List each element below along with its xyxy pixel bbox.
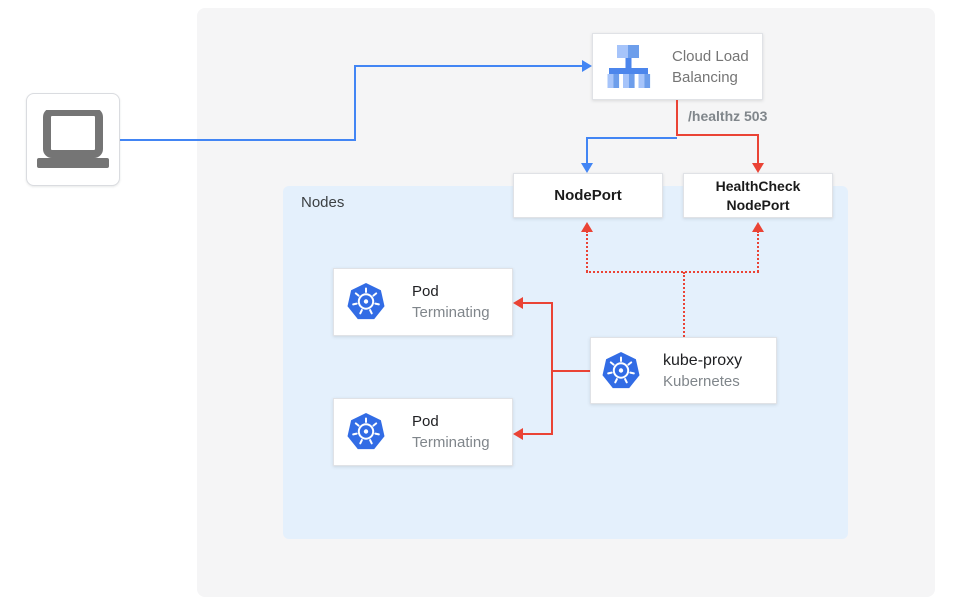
pod-bottom-box: Pod Terminating: [333, 398, 513, 466]
dotted-line-h: [586, 271, 759, 273]
healthcheck-label-line1: HealthCheck: [715, 177, 801, 194]
nodes-region-label: Nodes: [301, 194, 345, 211]
to-pod-bottom-arrowhead: [513, 428, 523, 440]
dotted-line-right-v: [757, 231, 759, 272]
to-pod-top-line-h: [522, 302, 553, 304]
client-box: [26, 93, 120, 186]
dotted-to-nodeport-arrowhead: [581, 222, 593, 232]
kubernetes-icon: [347, 283, 385, 320]
red-to-healthcheck-line-v: [757, 134, 759, 165]
cloud-load-balancing-icon: [607, 45, 651, 88]
red-split-line-h: [676, 134, 759, 136]
healthz-status-label: /healthz 503: [688, 108, 768, 124]
dotted-to-healthcheck-arrowhead: [752, 222, 764, 232]
healthcheck-label-line2: NodePort: [726, 196, 790, 213]
kubernetes-icon: [602, 351, 640, 388]
nodeport-box: NodePort: [513, 173, 663, 218]
clb-label-line2: Balancing: [672, 68, 738, 86]
blue-to-nodeport-arrowhead: [581, 163, 593, 173]
laptop-icon: [37, 109, 109, 168]
pod-top-title: Pod: [412, 283, 439, 300]
kube-proxy-subtitle: Kubernetes: [663, 372, 740, 390]
clb-label-line1: Cloud Load: [672, 47, 749, 65]
healthcheck-nodeport-box: HealthCheck NodePort: [683, 173, 833, 218]
kubernetes-icon: [347, 413, 385, 450]
dotted-line-left-v: [586, 231, 588, 272]
kubeproxy-split-line-v: [551, 302, 553, 435]
cloud-load-balancing-box: Cloud Load Balancing: [592, 33, 763, 100]
kube-proxy-title: kube-proxy: [663, 351, 743, 369]
blue-to-nodeport-line-v: [586, 137, 588, 165]
pod-bottom-title: Pod: [412, 413, 439, 430]
cloud-load-balancing-label: Cloud Load Balancing: [672, 46, 749, 88]
client-to-clb-line-h2: [354, 65, 582, 67]
kubeproxy-out-line-h: [551, 370, 590, 372]
nodeport-label: NodePort: [554, 187, 622, 204]
client-to-clb-arrowhead: [582, 60, 592, 72]
red-to-healthcheck-arrowhead: [752, 163, 764, 173]
client-to-clb-line-h1: [120, 139, 356, 141]
pod-top-box: Pod Terminating: [333, 268, 513, 336]
to-pod-bottom-line-h: [522, 433, 553, 435]
kube-proxy-box: kube-proxy Kubernetes: [590, 337, 777, 404]
dotted-line-center-v: [683, 272, 685, 337]
blue-split-line-h: [586, 137, 677, 139]
pod-bottom-status: Terminating: [412, 434, 490, 451]
to-pod-top-arrowhead: [513, 297, 523, 309]
client-to-clb-line-v: [354, 65, 356, 141]
clb-down-red-line: [676, 100, 678, 136]
pod-top-status: Terminating: [412, 304, 490, 321]
